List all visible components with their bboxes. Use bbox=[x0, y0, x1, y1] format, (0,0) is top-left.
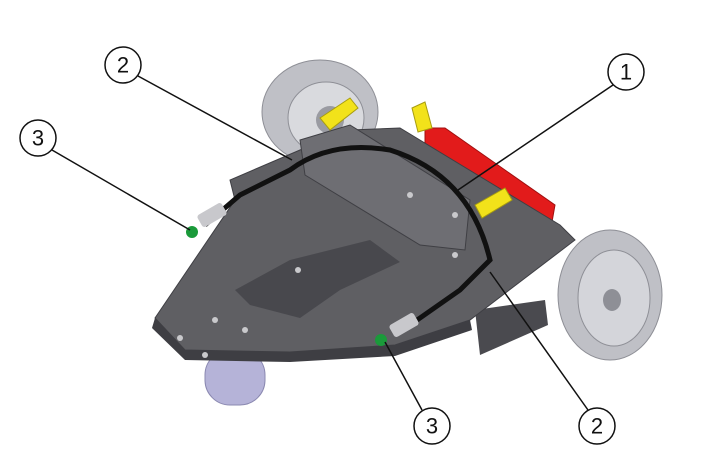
callout-label: 1 bbox=[620, 60, 632, 85]
yellow-handle-left bbox=[319, 97, 359, 131]
callout-3-bottom: 3 bbox=[413, 407, 451, 445]
frame-cutout bbox=[235, 240, 400, 318]
callout-3-left: 3 bbox=[19, 119, 57, 157]
callout-label: 3 bbox=[32, 126, 44, 151]
cable bbox=[203, 145, 493, 328]
callout-1: 1 bbox=[607, 53, 645, 91]
upper-bracket bbox=[299, 124, 471, 251]
callout-label: 2 bbox=[117, 53, 129, 78]
bolts bbox=[177, 192, 458, 358]
frame-side bbox=[152, 318, 472, 362]
connector-bottom bbox=[375, 313, 419, 346]
callout-2-bottom: 2 bbox=[578, 407, 616, 445]
callout-label: 3 bbox=[426, 414, 438, 439]
yellow-handle-right bbox=[474, 187, 513, 219]
lower-plate bbox=[475, 300, 548, 355]
leader-lines bbox=[51, 75, 614, 411]
callout-label: 2 bbox=[591, 414, 603, 439]
rear-right-wheel bbox=[557, 229, 663, 361]
yellow-handle-top bbox=[411, 101, 433, 133]
callout-2-top: 2 bbox=[104, 46, 142, 84]
